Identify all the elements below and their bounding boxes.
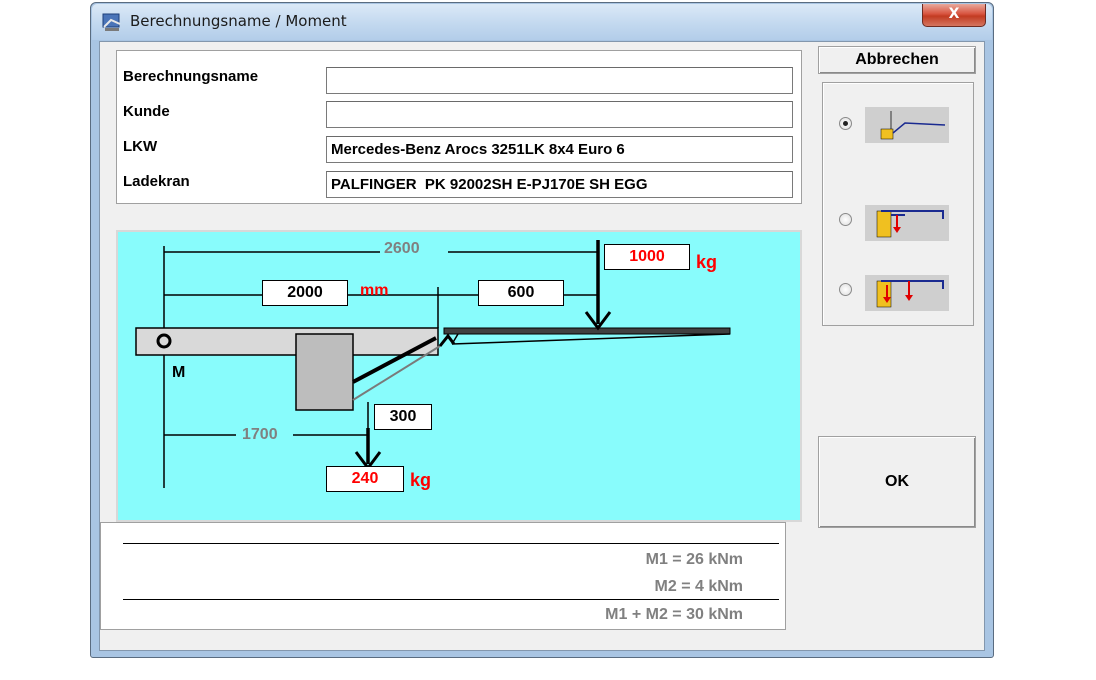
moment-diagram: 2600 2000 mm 600 1000 kg M 300 1700 240 … xyxy=(116,230,802,522)
result-sum: M1 + M2 = 30 kNm xyxy=(605,606,743,623)
results-divider-bottom xyxy=(123,599,779,600)
close-button[interactable]: X xyxy=(922,4,986,27)
berechnungsname-input[interactable] xyxy=(326,67,793,94)
result-m1: M1 = 26 kNm xyxy=(645,551,743,568)
label-ladekran: Ladekran xyxy=(123,173,190,190)
dim-total-label: 2600 xyxy=(384,240,420,257)
crane-folded-icon xyxy=(865,107,949,143)
ladekran-input[interactable] xyxy=(326,171,793,198)
crane-double-load-icon xyxy=(865,275,949,311)
diagram-graphic xyxy=(135,240,731,488)
ok-button[interactable]: OK xyxy=(818,436,976,528)
radio-option-1[interactable] xyxy=(839,117,852,130)
kunde-input[interactable] xyxy=(326,101,793,128)
dim-b-input[interactable]: 600 xyxy=(478,280,564,306)
dim-d-label: 1700 xyxy=(242,426,278,443)
close-icon: X xyxy=(948,6,960,22)
cancel-button[interactable]: Abbrechen xyxy=(818,46,976,74)
load-1-input[interactable]: 1000 xyxy=(604,244,690,270)
label-lkw: LKW xyxy=(123,138,158,155)
radio-option-3[interactable] xyxy=(839,283,852,296)
crane-mode-options xyxy=(822,82,974,326)
result-m2: M2 = 4 kNm xyxy=(654,578,743,595)
unit-kg-2-label: kg xyxy=(410,470,432,490)
point-m-label: M xyxy=(172,364,186,381)
form-group: Berechnungsname Kunde LKW Ladekran xyxy=(116,50,802,204)
dialog-client-area: Berechnungsname Kunde LKW Ladekran xyxy=(99,41,985,651)
dim-a-input[interactable]: 2000 xyxy=(262,280,348,306)
dim-c-input[interactable]: 300 xyxy=(374,404,432,430)
crane-load-icon xyxy=(865,205,949,241)
label-kunde: Kunde xyxy=(123,103,170,120)
results-panel: M1 = 26 kNm M2 = 4 kNm M1 + M2 = 30 kNm xyxy=(100,522,786,630)
unit-mm-label: mm xyxy=(360,282,389,299)
unit-kg-1-label: kg xyxy=(696,252,718,272)
radio-option-2[interactable] xyxy=(839,213,852,226)
dialog-window: Berechnungsname / Moment X Berechnungsna… xyxy=(90,2,994,658)
results-divider-top xyxy=(123,543,779,544)
title-bar[interactable]: Berechnungsname / Moment X xyxy=(92,4,992,40)
app-icon xyxy=(102,12,122,32)
lkw-input[interactable] xyxy=(326,136,793,163)
label-berechnungsname: Berechnungsname xyxy=(123,68,259,85)
window-title: Berechnungsname / Moment xyxy=(130,12,347,30)
load-2-input[interactable]: 240 xyxy=(326,466,404,492)
radio-selected-dot xyxy=(843,121,848,126)
